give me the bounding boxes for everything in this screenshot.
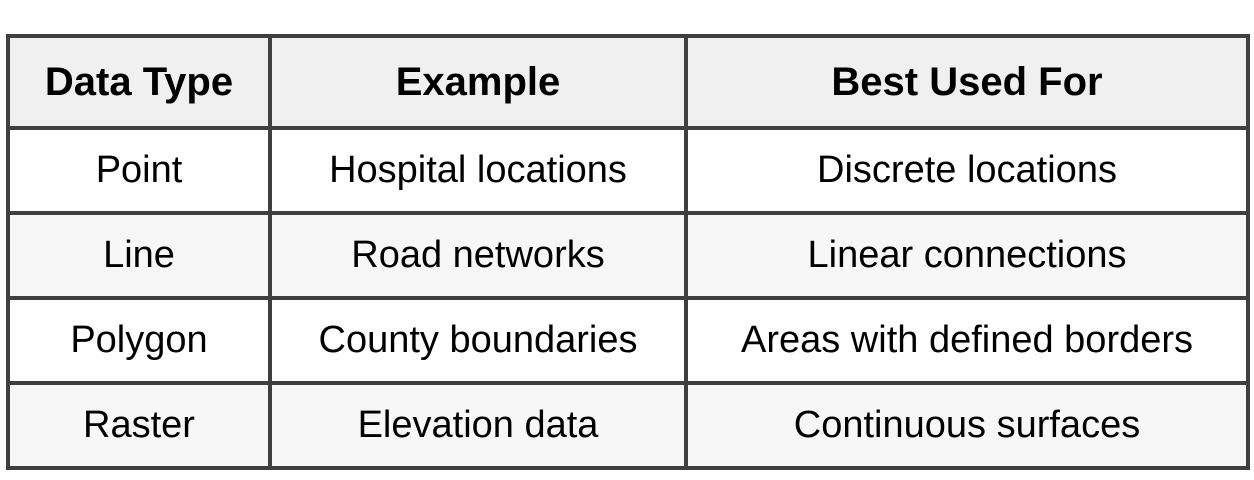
column-header-example: Example	[270, 36, 688, 130]
cell-best-used-for: Linear connections	[686, 213, 1248, 300]
table-header: Data Type Example Best Used For	[8, 36, 1248, 130]
cell-data-type: Point	[8, 128, 272, 215]
table-row: Raster Elevation data Continuous surface…	[8, 383, 1248, 468]
cell-example: County boundaries	[270, 298, 688, 385]
column-header-best-used-for: Best Used For	[686, 36, 1248, 130]
cell-data-type: Line	[8, 213, 272, 300]
cell-example: Hospital locations	[270, 128, 688, 215]
cell-example: Elevation data	[270, 383, 688, 468]
cell-best-used-for: Continuous surfaces	[793, 404, 1141, 446]
table-row: Point Hospital locations Discrete locati…	[8, 128, 1248, 215]
table-row: Polygon County boundaries Areas with def…	[8, 298, 1248, 385]
gis-data-type-table-container: Data Type Example Best Used For Point Ho…	[6, 34, 1250, 470]
cell-data-type: Polygon	[8, 298, 272, 385]
table-header-row: Data Type Example Best Used For	[8, 36, 1248, 130]
cell-data-type: Raster	[8, 383, 272, 468]
cell-best-used-for: Discrete locations	[686, 128, 1248, 215]
cell-best-used-for: Areas with defined borders	[686, 298, 1248, 385]
table-row: Line Road networks Linear connections	[8, 213, 1248, 300]
table-body: Point Hospital locations Discrete locati…	[8, 128, 1248, 468]
gis-data-type-table: Data Type Example Best Used For Point Ho…	[6, 34, 1250, 470]
cell-example: Road networks	[270, 213, 688, 300]
column-header-data-type: Data Type	[8, 36, 272, 130]
